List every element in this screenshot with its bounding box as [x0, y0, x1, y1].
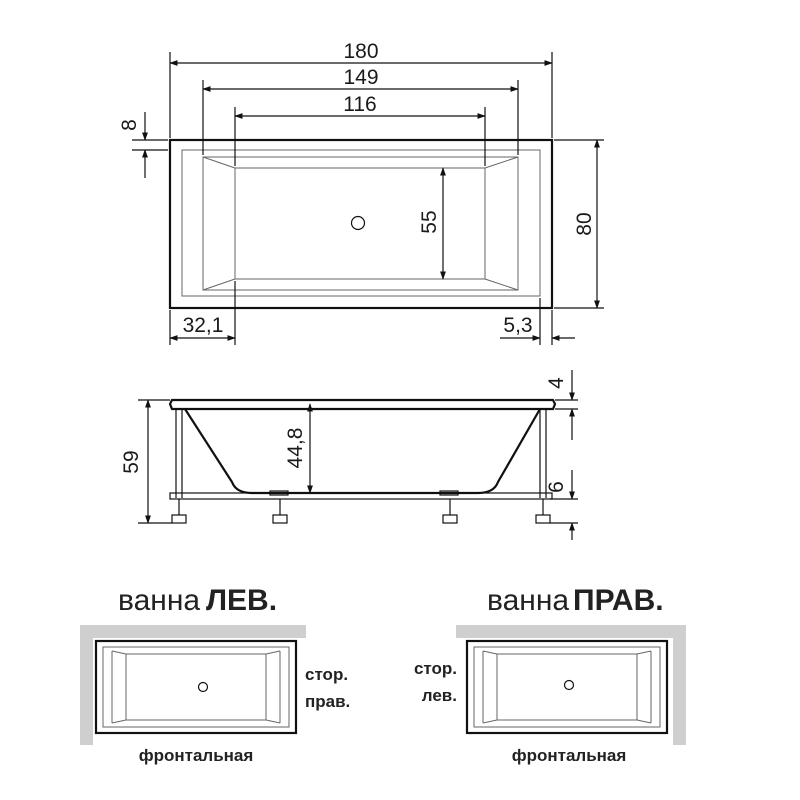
dim-height: 59: [120, 450, 143, 473]
dim-bottom-length: 116: [343, 93, 376, 116]
dim-feet: 6: [545, 481, 568, 493]
wall-top: [456, 625, 686, 638]
right-caption-bold: ПРАВ.: [573, 584, 664, 617]
wall-top: [80, 625, 306, 638]
left-side-line1: стор.: [305, 665, 348, 684]
drain-icon: [350, 215, 366, 231]
tub-bowl-side: [184, 408, 541, 495]
right-side-line2: лев.: [422, 686, 457, 705]
tub-bottom: [234, 167, 486, 280]
left-front-label: фронтальная: [139, 746, 254, 765]
left-caption-bold: ЛЕВ.: [206, 584, 277, 617]
drain-icon: [197, 681, 209, 693]
right-caption-prefix: ванна: [487, 584, 569, 617]
left-side-line2: прав.: [305, 692, 350, 711]
tub-rim-side: [168, 398, 557, 411]
dim-bottom-width: 55: [418, 210, 441, 233]
left-variant: ванна ЛЕВ. стор. прав. фронтальная: [80, 584, 350, 765]
dim-total-length: 180: [343, 40, 378, 63]
drain-icon: [563, 679, 575, 691]
right-variant: ванна ПРАВ. стор. лев. фронтальная: [414, 584, 686, 765]
top-view: 180 149 116 8 80 55 32,1 5,3: [118, 40, 604, 345]
mini-tub-left: [94, 639, 298, 735]
dim-rim: 4: [545, 377, 568, 389]
tub-bowl: [202, 156, 519, 291]
side-view: 59 44,8 4 6: [120, 370, 578, 540]
dim-rim-top: 8: [118, 119, 141, 131]
dim-depth: 44,8: [284, 428, 307, 469]
tub-inner-rim: [181, 149, 541, 297]
support-frame: [169, 492, 553, 500]
dim-left-offset: 32,1: [183, 314, 224, 337]
wall-right: [673, 625, 686, 745]
dim-total-width: 80: [573, 212, 596, 235]
tub-outline-top: [168, 138, 554, 310]
left-caption-prefix: ванна: [118, 584, 200, 617]
wall-left: [80, 625, 93, 745]
dim-inner-length: 149: [343, 66, 378, 89]
right-side-line1: стор.: [414, 659, 457, 678]
dim-right-offset: 5,3: [503, 314, 532, 337]
right-front-label: фронтальная: [512, 746, 627, 765]
adjustable-feet: [171, 499, 551, 524]
mini-tub-right: [465, 639, 669, 735]
